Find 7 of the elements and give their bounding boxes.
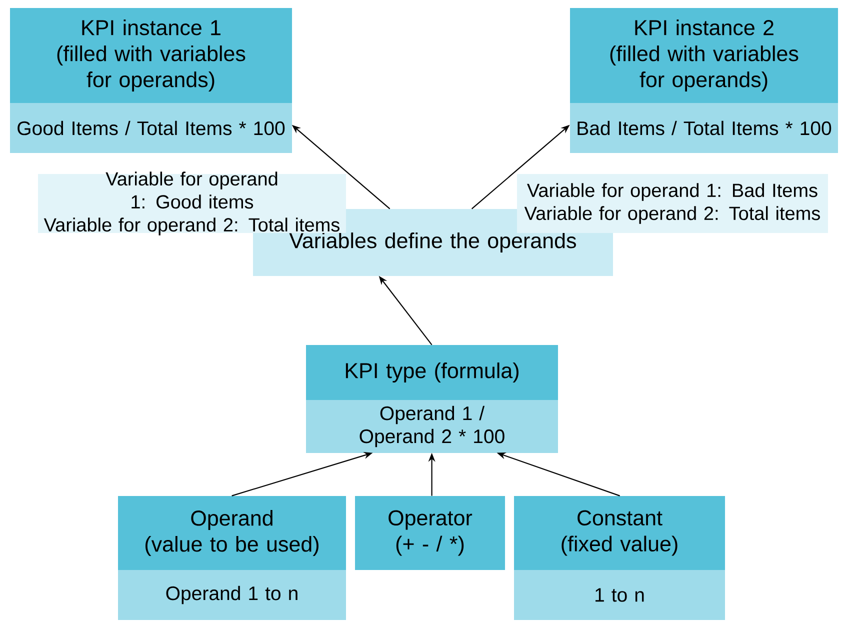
kpi-box: KPI instance 1 (filled with variables for operands) Good Items / Total Items * 100	[10, 8, 292, 153]
kpi-box: Operand (value to be used) Operand 1 to n	[118, 496, 346, 620]
kpi-box: Constant (fixed value) 1 to n	[514, 496, 725, 620]
kpi-box: KPI instance 2 (filled with variables for operands) Bad Items / Total Items * 100	[570, 8, 838, 153]
variable-note-box: Variable for operand 1: Bad Items Variable for operand 2: Total items	[517, 174, 828, 233]
kpi-box: KPI type (formula) Operand 1 / Operand 2 * 100	[306, 345, 558, 453]
operator-box: Operator (+ - / *)	[355, 496, 505, 570]
